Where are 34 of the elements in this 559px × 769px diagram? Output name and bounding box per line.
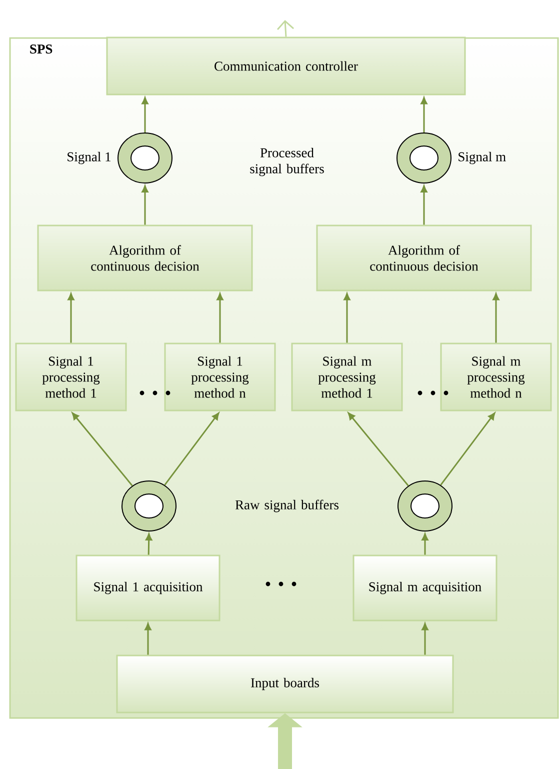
arrow bbox=[142, 97, 148, 132]
arrow bbox=[422, 623, 428, 655]
process-box: Signal 1 acquisition bbox=[76, 554, 220, 622]
arrow bbox=[422, 533, 428, 555]
arrow bbox=[68, 293, 74, 343]
arrow bbox=[420, 97, 428, 132]
process-box: Signal m processing method n bbox=[440, 342, 552, 412]
process-box: Signal 1 processing method 1 bbox=[15, 342, 127, 412]
process-box: Signal m processing method 1 bbox=[291, 342, 403, 412]
buffer-ring bbox=[122, 480, 176, 532]
process-box: Algorithm of continuous decision bbox=[37, 224, 253, 292]
buffer-ring bbox=[396, 132, 452, 184]
buffer-caption: Signal m bbox=[458, 152, 506, 164]
buffer-ring bbox=[398, 480, 452, 532]
process-box: Signal 1 processing method n bbox=[164, 342, 276, 412]
buffer-ring bbox=[118, 132, 172, 184]
buffer-caption: Signal 1 bbox=[68, 152, 110, 164]
arrow bbox=[348, 412, 409, 486]
arrow bbox=[492, 293, 500, 343]
process-box: Input boards bbox=[116, 654, 454, 714]
arrow bbox=[144, 623, 152, 655]
section-label: Processed signal buffers bbox=[250, 148, 324, 176]
arrow bbox=[142, 185, 148, 225]
arrow bbox=[216, 293, 224, 343]
arrow bbox=[440, 412, 496, 486]
section-label: Raw signal buffers bbox=[235, 500, 338, 512]
process-box: Algorithm of continuous decision bbox=[316, 224, 532, 292]
arrow bbox=[164, 412, 220, 486]
arrow bbox=[420, 185, 428, 225]
process-box: Communication controller bbox=[106, 36, 466, 96]
process-box: Signal m acquisition bbox=[352, 554, 498, 622]
arrow bbox=[72, 412, 133, 486]
arrow bbox=[146, 533, 152, 555]
arrow bbox=[344, 293, 350, 343]
